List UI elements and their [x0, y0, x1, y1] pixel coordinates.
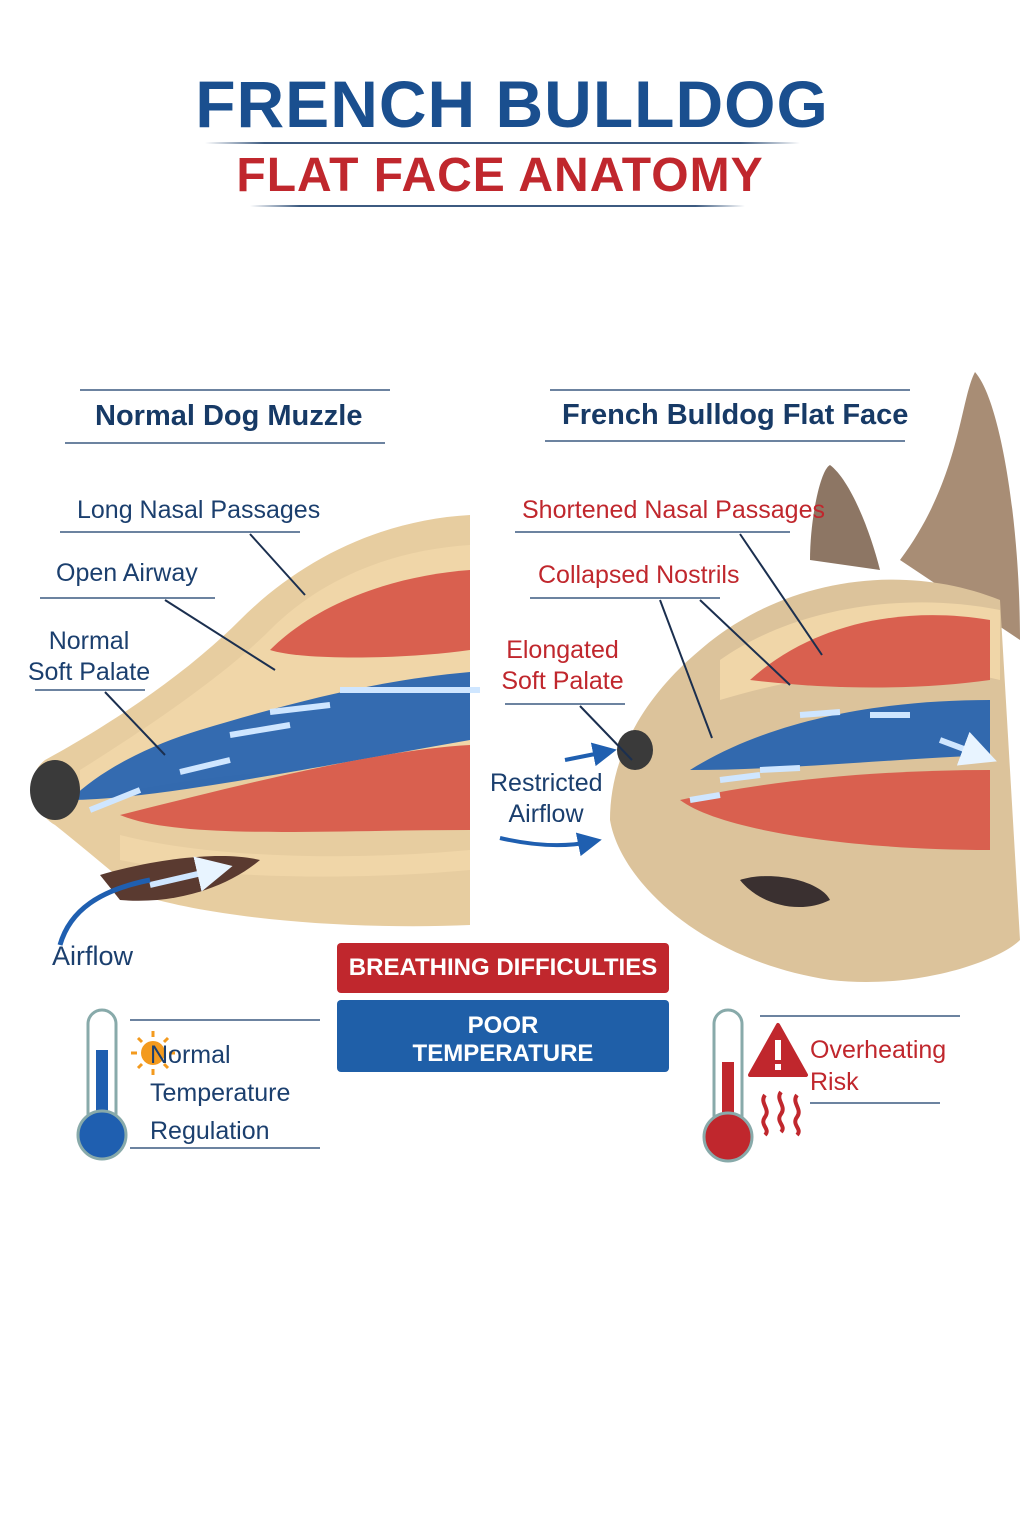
page-subtitle: FLAT FACE ANATOMY [236, 149, 764, 202]
thermometer-normal-icon [76, 1008, 128, 1161]
label-restricted-airflow: Restricted Airflow [490, 769, 603, 828]
subtitle-divider [250, 205, 745, 207]
header-rules [35, 389, 960, 1149]
label-airflow: Airflow [52, 941, 134, 971]
label-open-airway: Open Airway [56, 559, 198, 587]
left-heading: Normal Dog Muzzle [95, 400, 363, 432]
warning-icon [748, 1023, 808, 1077]
right-heading: French Bulldog Flat Face [562, 399, 909, 431]
normal-dog-head [30, 515, 480, 946]
overheating-risk-text: Overheating Risk [810, 1036, 947, 1096]
french-bulldog-head [499, 372, 1020, 982]
label-collapsed-nostrils: Collapsed Nostrils [538, 561, 740, 589]
sun-icon [131, 1031, 175, 1075]
label-shortened-nasal-passages: Shortened Nasal Passages [522, 496, 825, 524]
label-normal-soft-palate: Normal Soft Palate [27, 627, 151, 686]
breathing-difficulties-badge: BREATHING DIFFICULTIES [337, 943, 669, 993]
page-title: FRENCH BULLDOG [195, 67, 829, 141]
thermometer-hot-icon [702, 1008, 754, 1163]
poor-temperature-badge: POOR TEMPERATURE REGULATION [337, 1000, 669, 1095]
leader-lines [104, 533, 823, 761]
label-long-nasal-passages: Long Nasal Passages [77, 496, 321, 524]
title-divider [205, 142, 800, 144]
heat-waves-icon [761, 1090, 801, 1137]
normal-temperature-text: Normal Temperature Regulation [150, 1041, 291, 1145]
label-elongated-soft-palate: Elongated Soft Palate [501, 636, 624, 695]
